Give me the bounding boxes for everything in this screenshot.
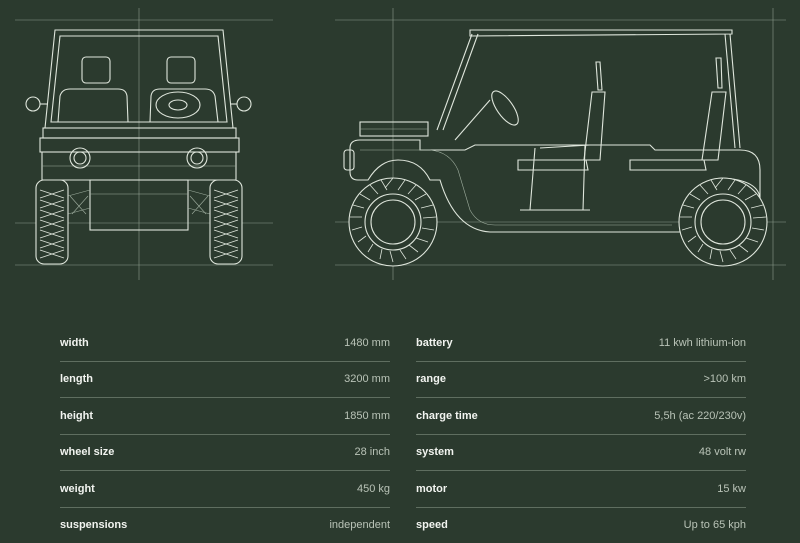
- spec-value: independent: [329, 519, 390, 531]
- spec-label: suspensions: [60, 519, 127, 531]
- spec-value: 48 volt rw: [699, 446, 746, 458]
- spec-row: system 48 volt rw: [416, 435, 746, 472]
- spec-row: speed Up to 65 kph: [416, 508, 746, 543]
- spec-row: wheel size 28 inch: [60, 435, 390, 472]
- spec-label: range: [416, 373, 446, 385]
- spec-value: 5,5h (ac 220/230v): [654, 410, 746, 422]
- spec-row: height 1850 mm: [60, 398, 390, 435]
- spec-row: suspensions independent: [60, 508, 390, 543]
- side-view-drawing: [335, 8, 786, 280]
- spec-value: >100 km: [704, 373, 747, 385]
- spec-value: 1480 mm: [344, 337, 390, 349]
- spec-value: 450 kg: [357, 483, 390, 495]
- spec-label: length: [60, 373, 93, 385]
- front-view-drawing: [15, 8, 273, 280]
- spec-row: motor 15 kw: [416, 471, 746, 508]
- spec-row: range >100 km: [416, 362, 746, 399]
- spec-value: 28 inch: [355, 446, 390, 458]
- spec-value: 3200 mm: [344, 373, 390, 385]
- spec-value: 1850 mm: [344, 410, 390, 422]
- spec-value: 15 kw: [717, 483, 746, 495]
- spec-label: height: [60, 410, 93, 422]
- spec-row: charge time 5,5h (ac 220/230v): [416, 398, 746, 435]
- spec-row: battery 11 kwh lithium-ion: [416, 325, 746, 362]
- spec-value: Up to 65 kph: [684, 519, 746, 531]
- spec-row: weight 450 kg: [60, 471, 390, 508]
- spec-label: width: [60, 337, 89, 349]
- spec-value: 11 kwh lithium-ion: [659, 337, 746, 349]
- spec-label: system: [416, 446, 454, 458]
- spec-row: width 1480 mm: [60, 325, 390, 362]
- spec-column-left: width 1480 mm length 3200 mm height 1850 mm…: [60, 325, 390, 540]
- spec-column-right: battery 11 kwh lithium-ion range >100 km c…: [416, 325, 746, 540]
- spec-label: charge time: [416, 410, 478, 422]
- spec-table: width 1480 mm length 3200 mm height 1850 mm…: [60, 325, 746, 540]
- spec-label: speed: [416, 519, 448, 531]
- spec-label: motor: [416, 483, 447, 495]
- blueprint-drawings: [0, 0, 800, 290]
- spec-row: length 3200 mm: [60, 362, 390, 399]
- spec-label: battery: [416, 337, 453, 349]
- spec-label: weight: [60, 483, 95, 495]
- spec-label: wheel size: [60, 446, 114, 458]
